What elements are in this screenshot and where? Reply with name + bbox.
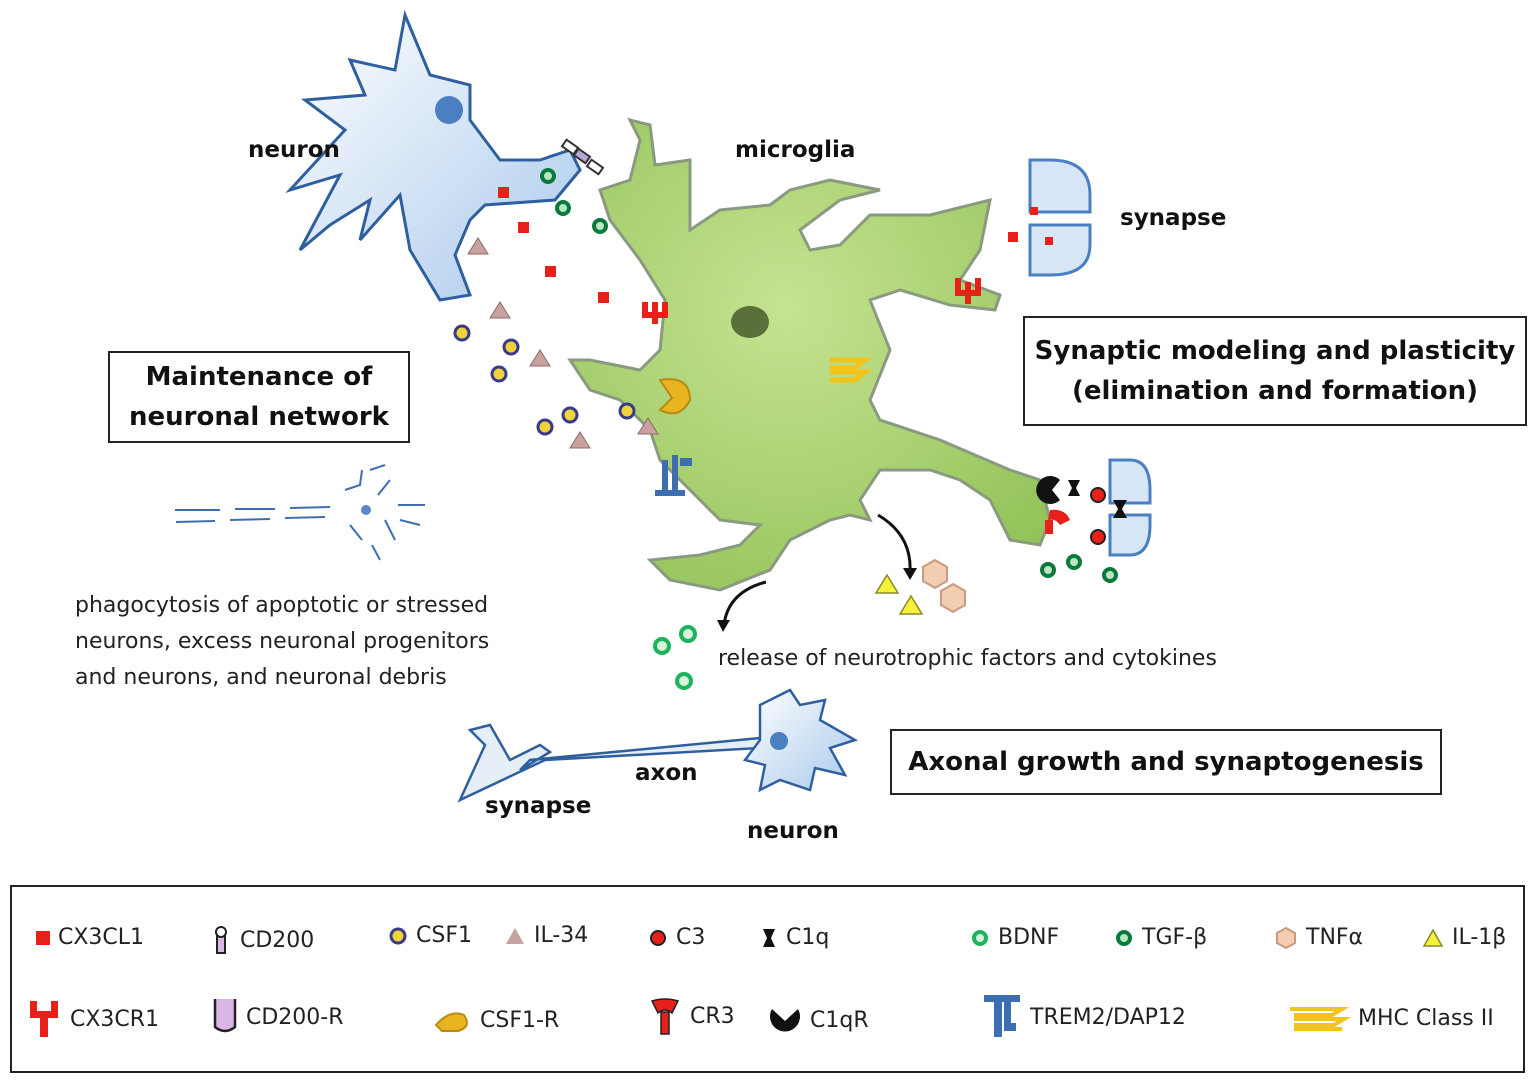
synapse-top	[1008, 158, 1092, 277]
legend-trem2: TREM2/DAP12	[982, 993, 1186, 1041]
microglia-label: microglia	[735, 137, 856, 163]
legend-label: TNFα	[1306, 925, 1364, 950]
legend-cr3: CR3	[648, 995, 735, 1037]
tgfb-molecules	[540, 168, 1118, 583]
trem2-icon	[984, 995, 1020, 1037]
legend-il1b: IL-1β	[1422, 925, 1506, 950]
cx3cr1-receptor-2	[955, 278, 981, 304]
legend-cd200: CD200	[212, 925, 314, 955]
release-arrows	[722, 513, 912, 626]
apoptotic-neuron	[175, 464, 425, 561]
axonal-box: Axonal growth and synaptogenesis	[890, 729, 1442, 795]
legend-bdnf: BDNF	[970, 925, 1059, 950]
c3-icon	[650, 929, 666, 946]
cd200-icon	[215, 926, 227, 954]
bdnf-molecules	[653, 625, 697, 690]
synaptic-line-2: (elimination and formation)	[1071, 376, 1479, 406]
neuron-top-label: neuron	[248, 137, 340, 163]
synaptic-box: Synaptic modeling and plasticity (elimin…	[1023, 316, 1527, 426]
tnfa-molecules	[922, 558, 966, 614]
legend-label: BDNF	[998, 925, 1060, 950]
maintenance-box: Maintenance of neuronal network	[108, 351, 410, 443]
legend-label: CX3CR1	[70, 1006, 160, 1032]
legend-tgfb: TGF-β	[1114, 925, 1207, 950]
legend-label: C1q	[786, 925, 830, 950]
cx3cl1-molecules	[498, 187, 609, 303]
cd200-contact	[560, 138, 605, 176]
mhc2-receptor	[830, 357, 873, 383]
trem2-receptor	[655, 455, 692, 496]
legend-label: CSF1	[416, 923, 472, 948]
phagocytosis-caption: phagocytosis of apoptotic or stressed ne…	[75, 588, 489, 696]
legend-mhc2: MHC Class II	[1286, 1003, 1494, 1033]
il34-molecules	[467, 237, 659, 449]
cr3-icon	[650, 998, 680, 1035]
legend-tnfa: TNFα	[1274, 925, 1363, 950]
legend-csf1: CSF1	[388, 923, 472, 948]
legend-label: C1qR	[810, 1007, 869, 1033]
legend-label: CSF1-R	[480, 1007, 560, 1033]
legend-label: CX3CL1	[58, 925, 145, 950]
release-caption: release of neurotrophic factors and cyto…	[718, 646, 1217, 671]
synapse-top-label: synapse	[1120, 205, 1227, 231]
axon-label: axon	[635, 760, 698, 786]
neuron-bottom-label: neuron	[747, 818, 839, 844]
legend-c1qr: C1qR	[768, 1005, 869, 1035]
phagocytosis-line-3: and neurons, and neuronal debris	[75, 665, 447, 690]
phagocytosis-line-2: neurons, excess neuronal progenitors	[75, 629, 490, 654]
legend-label: IL-34	[534, 923, 589, 948]
legend-label: CD200	[240, 927, 315, 953]
csf1-icon	[389, 927, 407, 944]
neuron-bottom-cell	[457, 688, 859, 803]
legend-label: CR3	[690, 1003, 735, 1029]
red-square-icon	[36, 930, 50, 945]
legend-cx3cl1: CX3CL1	[36, 925, 144, 950]
legend-cd200r: CD200-R	[212, 997, 344, 1037]
legend-label: MHC Class II	[1358, 1005, 1494, 1031]
c1qr-icon	[770, 1009, 800, 1032]
il34-icon	[506, 927, 524, 944]
tgfb-icon	[1116, 929, 1132, 946]
diagram-canvas	[175, 9, 1152, 803]
legend-c1q: C1q	[760, 925, 829, 950]
legend-cx3cr1: CX3CR1	[26, 999, 159, 1039]
il1b-icon	[1422, 927, 1444, 947]
bdnf-icon	[972, 929, 988, 946]
synapse-bottom-label: synapse	[485, 793, 592, 819]
csf1r-receptor	[658, 378, 692, 415]
maintenance-line-2: neuronal network	[129, 402, 389, 432]
legend-label: C3	[676, 925, 706, 950]
synaptic-line-1: Synaptic modeling and plasticity	[1034, 336, 1516, 366]
legend-label: IL-1β	[1452, 925, 1507, 950]
csf1-molecules	[453, 324, 636, 436]
legend-c3: C3	[648, 925, 705, 950]
csf1r-icon	[434, 1012, 468, 1032]
legend-label: TGF-β	[1142, 925, 1208, 950]
mhc2-icon	[1290, 1007, 1350, 1031]
il1b-molecules	[874, 573, 924, 615]
legend-il34: IL-34	[504, 923, 588, 948]
tnfa-icon	[1276, 926, 1296, 949]
axonal-line: Axonal growth and synaptogenesis	[908, 747, 1424, 777]
arrow-head-2	[717, 620, 730, 632]
arrow-head-1	[903, 568, 917, 580]
legend-box: CX3CL1 CD200 CSF1 IL-34 C3 C1q BDNF TGF-…	[10, 885, 1525, 1073]
cr3-receptor	[1045, 509, 1070, 534]
c1q-icon	[763, 928, 775, 947]
legend-label: TREM2/DAP12	[1030, 1004, 1186, 1030]
cx3cr1-icon	[30, 1001, 58, 1037]
maintenance-line-1: Maintenance of	[145, 362, 373, 392]
phagocytosis-line-1: phagocytosis of apoptotic or stressed	[75, 593, 489, 618]
synapse-right	[1036, 458, 1152, 557]
cx3cr1-receptor	[642, 302, 668, 324]
cd200r-icon	[213, 999, 237, 1033]
legend-label: CD200-R	[246, 1004, 344, 1030]
microglia-cell	[567, 117, 1052, 592]
neuron-top-cell	[285, 9, 582, 302]
legend-csf1r: CSF1-R	[432, 1007, 559, 1033]
